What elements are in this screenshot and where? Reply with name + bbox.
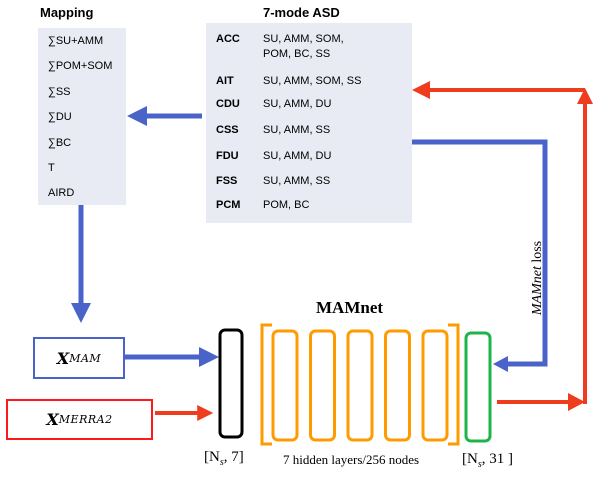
mapping-item: ∑POM+SOM [48, 60, 113, 72]
asd-loss-connector [412, 139, 548, 367]
asd-mode-code: CDU [216, 98, 240, 110]
hidden-layer [271, 329, 299, 442]
input-layer [218, 328, 244, 439]
input-shape-head: [N [204, 449, 220, 465]
hidden-bracket-right [448, 323, 460, 446]
mapping-item: ∑DU [48, 111, 72, 123]
asd-mode-code: PCM [216, 199, 241, 211]
hidden-bracket-left [260, 323, 272, 446]
mapping-title: Mapping [40, 5, 94, 20]
loss-arrowhead [493, 356, 508, 372]
output-shape-sub: s [477, 459, 482, 470]
output-shape-label: [Ns, 31 ] [462, 451, 513, 470]
asd-mode-code: FSS [216, 175, 238, 187]
loss-label-text: loss [530, 240, 545, 267]
asd-mode-species: SU, AMM, SS [263, 175, 331, 187]
mapping-item: ∑BC [48, 137, 72, 149]
output-shape-tail: , 31 ] [481, 451, 513, 467]
mapping-item: AIRD [48, 187, 75, 199]
output-shape-head: [N [462, 451, 478, 467]
return-left-arrowhead [412, 81, 430, 99]
mapping-item: ∑SS [48, 86, 71, 98]
hidden-layers-label: 7 hidden layers/256 nodes [283, 452, 420, 467]
asd-mode-species: SU, AMM, SOM, POM, BC, SS [263, 33, 344, 60]
asd-title: 7-mode ASD [263, 5, 340, 20]
asd-mode-code: AIT [216, 75, 234, 87]
asd-mode-species: SU, AMM, SOM, SS [263, 75, 362, 87]
output-arrowhead [568, 393, 585, 411]
hidden-layer [421, 329, 449, 442]
asd-mode-species: SU, AMM, DU [263, 150, 332, 162]
asd-mode-species: POM, BC [263, 199, 310, 211]
loss-label-model: MAMnet [530, 266, 545, 316]
asd-mode-code: FDU [216, 150, 239, 162]
asd-panel [206, 23, 412, 223]
mapping-panel [38, 28, 126, 205]
input-shape-sub: s [219, 457, 224, 468]
xmerra2-subscript: MERRA2 [58, 413, 113, 426]
mapping-item: ∑SU+AMM [48, 35, 104, 47]
hidden-layer [309, 329, 336, 442]
asd-mode-species: SU, AMM, DU [263, 98, 332, 110]
xmam-subscript: MAM [69, 351, 102, 365]
asd-mode-code: CSS [216, 124, 239, 136]
output-layer [464, 331, 492, 443]
return-up-arrowhead [577, 88, 593, 104]
hidden-layer [346, 329, 374, 442]
xmam-symbol: X [56, 348, 70, 368]
network-title: MAMnet [316, 298, 384, 317]
input-shape-tail: , 7] [223, 449, 244, 465]
loss-label: MAMnet loss [530, 218, 546, 338]
xmerra2-symbol: X [46, 410, 59, 429]
asd-mode-species: SU, AMM, SS [263, 124, 331, 136]
mapping-item: T [48, 162, 55, 174]
input-shape-label: [Ns, 7] [204, 449, 244, 468]
hidden-layer [384, 329, 411, 442]
asd-mode-code: ACC [216, 33, 240, 45]
